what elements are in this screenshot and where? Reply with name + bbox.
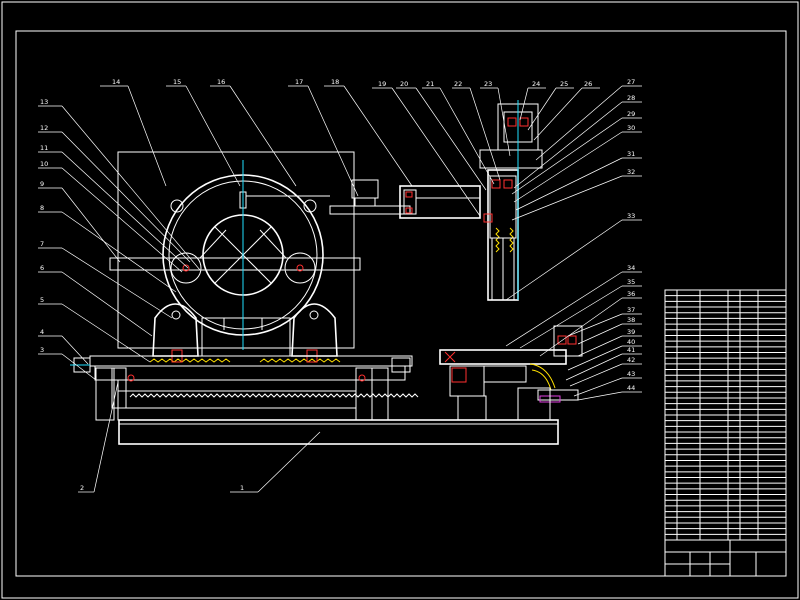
callout-number: 29: [627, 110, 635, 118]
callout-number: 17: [295, 78, 303, 86]
callout-number: 3: [40, 346, 44, 354]
callout-number: 38: [627, 316, 635, 324]
callout-number: 10: [40, 160, 48, 168]
push-rod: [329, 205, 411, 215]
lower-arm: [439, 349, 567, 365]
left-end-support: [95, 367, 115, 421]
callout-number: 19: [378, 80, 386, 88]
callout-number: 26: [584, 80, 592, 88]
callout-number: 23: [484, 80, 492, 88]
callout-number: 9: [40, 180, 44, 188]
callouts-left: 13 12 11 10 9 8 7 6 5 4 3: [40, 98, 48, 354]
callout-number: 30: [627, 124, 635, 132]
callout-number: 11: [40, 144, 48, 152]
callout-number: 32: [627, 168, 635, 176]
callout-number: 6: [40, 264, 44, 272]
callout-number: 37: [627, 306, 635, 314]
callouts-bottom: 2 1: [80, 484, 244, 492]
callout-number: 18: [331, 78, 339, 86]
parts-list-table: [664, 289, 787, 577]
callout-number: 42: [627, 356, 635, 364]
callout-number: 13: [40, 98, 48, 106]
callout-number: 35: [627, 278, 635, 286]
callout-number: 28: [627, 94, 635, 102]
callout-number: 22: [454, 80, 462, 88]
machine-assembly: [70, 100, 583, 445]
callout-number: 31: [627, 150, 635, 158]
left-roller-support: [152, 303, 199, 357]
callout-number: 5: [40, 296, 44, 304]
title-block: [664, 539, 787, 577]
callout-number: 20: [400, 80, 408, 88]
callouts-right: 27 28 29 30 31 32 33 34 35 36 37 38 39 4…: [627, 78, 635, 392]
callout-number: 15: [173, 78, 181, 86]
callout-number: 24: [532, 80, 540, 88]
callout-number: 12: [40, 124, 48, 132]
callout-number: 39: [627, 328, 635, 336]
callout-number: 43: [627, 370, 635, 378]
housing: [117, 151, 355, 349]
callout-number: 4: [40, 328, 44, 336]
callout-number: 27: [627, 78, 635, 86]
cylinder: [399, 185, 481, 219]
callout-number: 16: [217, 78, 225, 86]
callout-number: 34: [627, 264, 635, 272]
callout-number: 40: [627, 338, 635, 346]
callout-number: 44: [627, 384, 635, 392]
callout-number: 36: [627, 290, 635, 298]
callout-number: 7: [40, 240, 44, 248]
roller-right: [284, 252, 316, 284]
callout-number: 41: [627, 346, 635, 354]
callouts-top: 14 15 16 17 18 19 20 21 22 23 24 25 26: [112, 78, 592, 88]
bed-rail: [89, 355, 413, 367]
callout-number: 2: [80, 484, 84, 492]
callout-number: 1: [240, 484, 244, 492]
callout-number: 8: [40, 204, 44, 212]
leader-lines: [38, 85, 642, 493]
lead-screw: [129, 358, 419, 398]
callout-number: 14: [112, 78, 120, 86]
callout-number: 21: [426, 80, 434, 88]
callout-number: 33: [627, 212, 635, 220]
callout-number: 25: [560, 80, 568, 88]
